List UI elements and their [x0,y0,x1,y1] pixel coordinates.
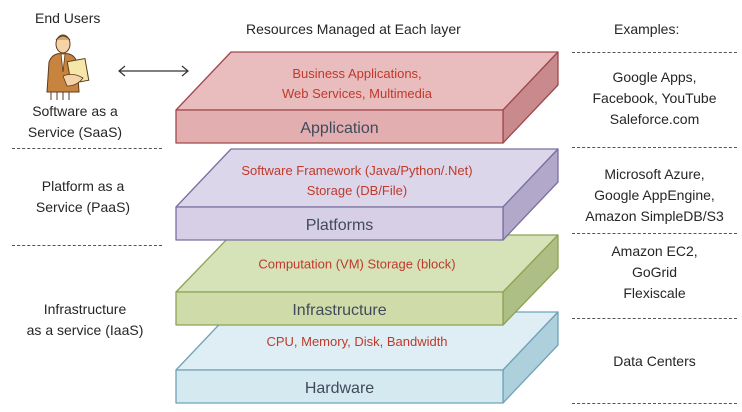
example-line: Amazon EC2, [611,243,698,259]
paas-label: Platform as a Service (PaaS) [0,176,166,218]
resource-text-line2: Web Services, Multimedia [282,86,433,101]
example-line: Google AppEngine, [594,187,715,203]
paas-label-line1: Platform as a [41,178,125,194]
example-line: GoGrid [631,264,678,280]
left-divider [12,148,162,149]
double-arrow-icon [118,65,189,77]
slab-front-face [175,369,504,404]
iaas-label-line2: as a service (IaaS) [26,322,144,338]
right-divider [572,318,737,319]
businessman-icon [46,34,90,100]
end-users-header: End Users [35,10,101,26]
examples-saas: Google Apps, Facebook, YouTube Saleforce… [572,67,737,130]
example-line: Microsoft Azure, [604,166,705,182]
examples-header: Examples: [614,21,680,37]
slab-front-face [175,109,504,144]
iaas-label: Infrastructure as a service (IaaS) [0,299,170,341]
examples-iaas: Amazon EC2, GoGrid Flexiscale [572,241,737,304]
layer-application: Business Applications, Web Services, Mult… [175,51,559,144]
resource-text-line1: Software Framework (Java/Python/.Net) [241,163,472,178]
resource-text-line2: Storage (DB/File) [307,183,407,198]
slab-front-face [175,291,504,326]
layer-platforms: Software Framework (Java/Python/.Net) Sto… [175,148,559,241]
iaas-label-line1: Infrastructure [43,301,127,317]
layer-name: Application [300,120,378,137]
resource-text-line1: Computation (VM) Storage (block) [258,257,455,272]
right-divider [572,52,737,53]
paas-label-line2: Service (PaaS) [35,199,131,215]
resource-text-line1: CPU, Memory, Disk, Bandwidth [266,334,447,349]
example-line: Flexiscale [623,285,686,301]
saas-label: Software as a Service (SaaS) [0,101,150,143]
example-line: Facebook, YouTube [592,90,717,106]
right-divider [572,233,737,234]
resources-header: Resources Managed at Each layer [246,21,461,37]
slab-top-face [175,148,559,208]
resource-text-line1: Business Applications, [292,66,421,81]
layer-infrastructure: Computation (VM) Storage (block) Infrastr… [175,234,559,326]
example-line: Data Centers [613,353,696,369]
slab-top-face [175,51,559,111]
layer-name: Platforms [306,217,374,234]
slab-front-face [175,206,504,241]
left-divider [12,245,162,246]
layer-name: Infrastructure [292,302,386,319]
right-divider [572,403,737,404]
layer-name: Hardware [305,380,374,397]
saas-label-line1: Software as a [32,103,118,119]
examples-hardware: Data Centers [572,351,737,372]
right-divider [572,147,737,148]
saas-label-line2: Service (SaaS) [27,124,123,140]
example-line: Google Apps, [612,69,697,85]
example-line: Amazon SimpleDB/S3 [585,208,724,224]
examples-paas: Microsoft Azure, Google AppEngine, Amazo… [572,164,737,227]
example-line: Saleforce.com [609,111,700,127]
